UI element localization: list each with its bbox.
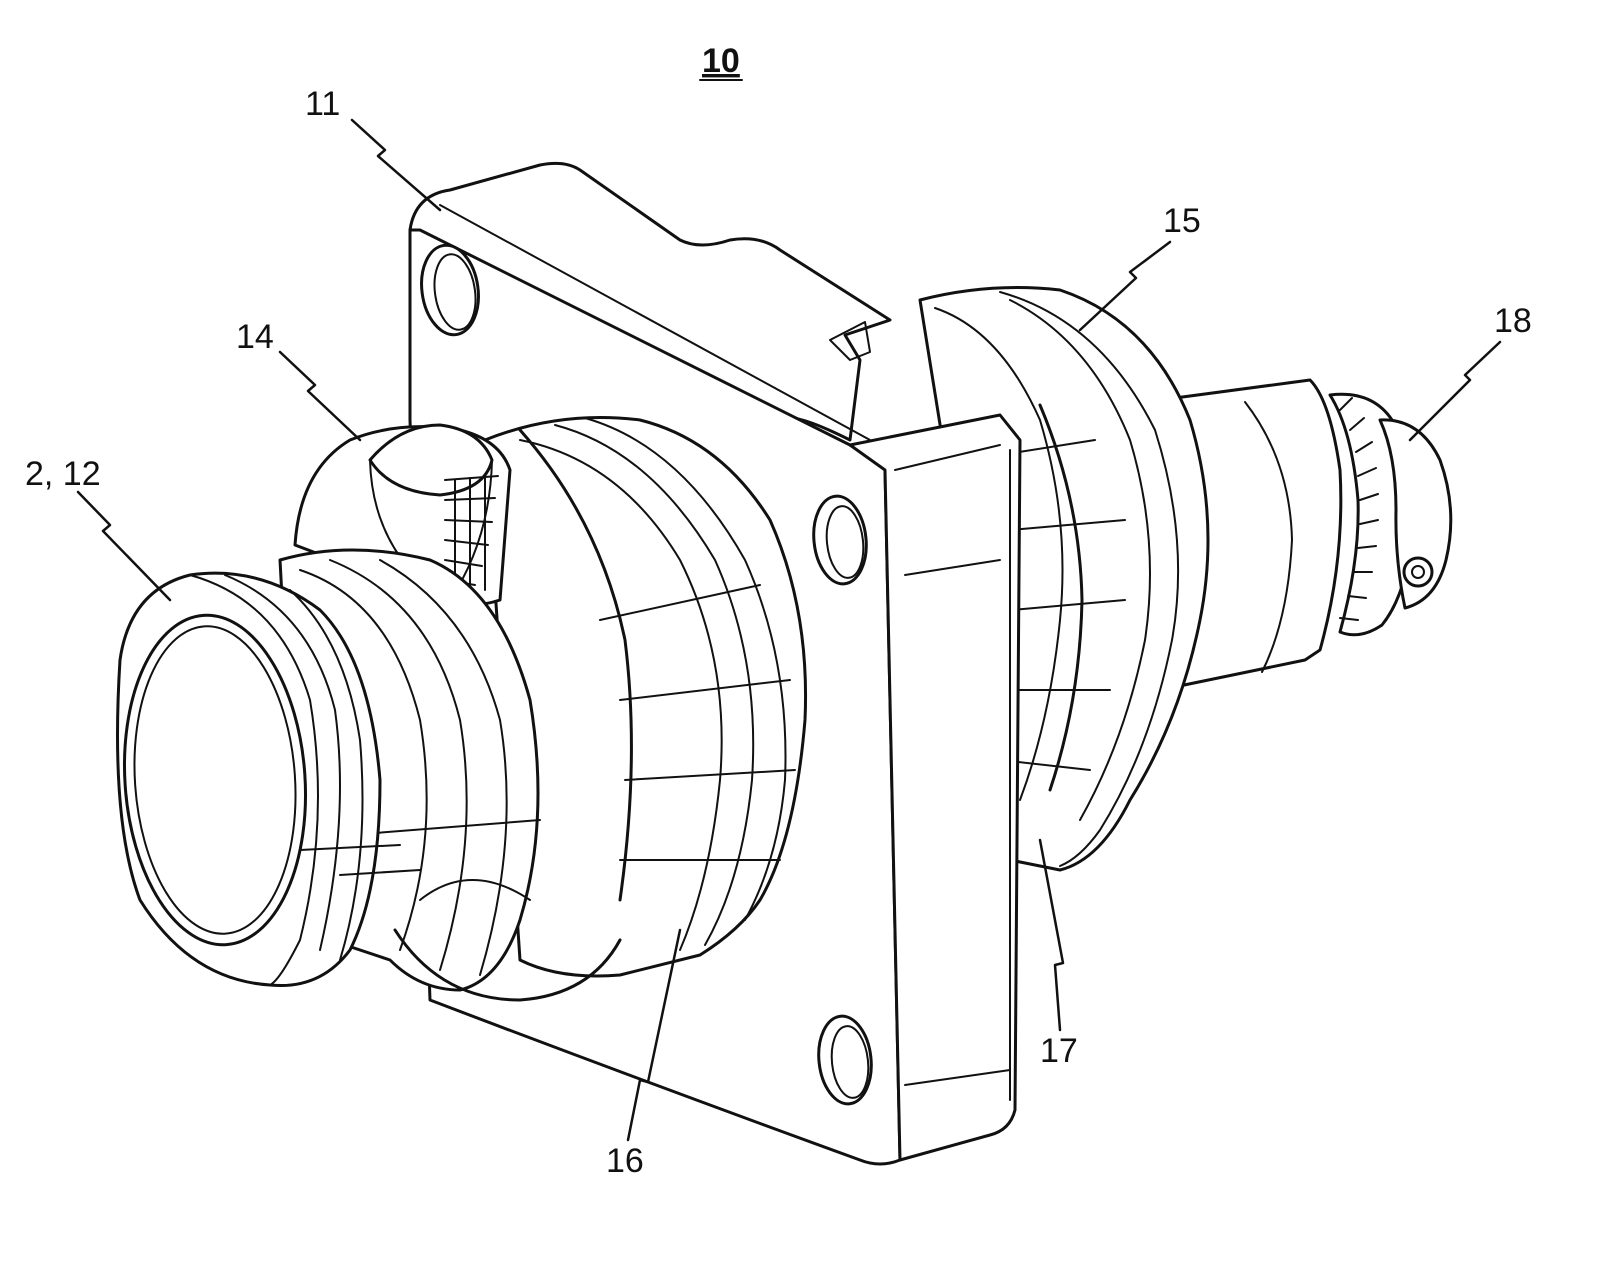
label-11-text: 11	[305, 85, 340, 123]
label-18-text: 18	[1494, 302, 1532, 340]
figure-number: 10	[702, 42, 740, 80]
leader-11	[352, 120, 440, 210]
leader-14	[280, 352, 360, 440]
label-14-text: 14	[236, 318, 274, 356]
label-18: 18	[1410, 302, 1532, 440]
label-2-12-text: 2, 12	[25, 455, 101, 493]
front-body	[485, 418, 806, 977]
leader-15	[1080, 242, 1170, 330]
label-17: 17	[1040, 840, 1078, 1070]
leader-2-12	[78, 492, 170, 600]
label-16-text: 16	[606, 1142, 644, 1180]
label-14: 14	[236, 318, 360, 440]
leader-18	[1410, 342, 1500, 440]
label-15-text: 15	[1163, 202, 1201, 240]
label-2-12: 2, 12	[25, 455, 170, 600]
label-11: 11	[305, 85, 440, 210]
label-17-text: 17	[1040, 1032, 1078, 1070]
